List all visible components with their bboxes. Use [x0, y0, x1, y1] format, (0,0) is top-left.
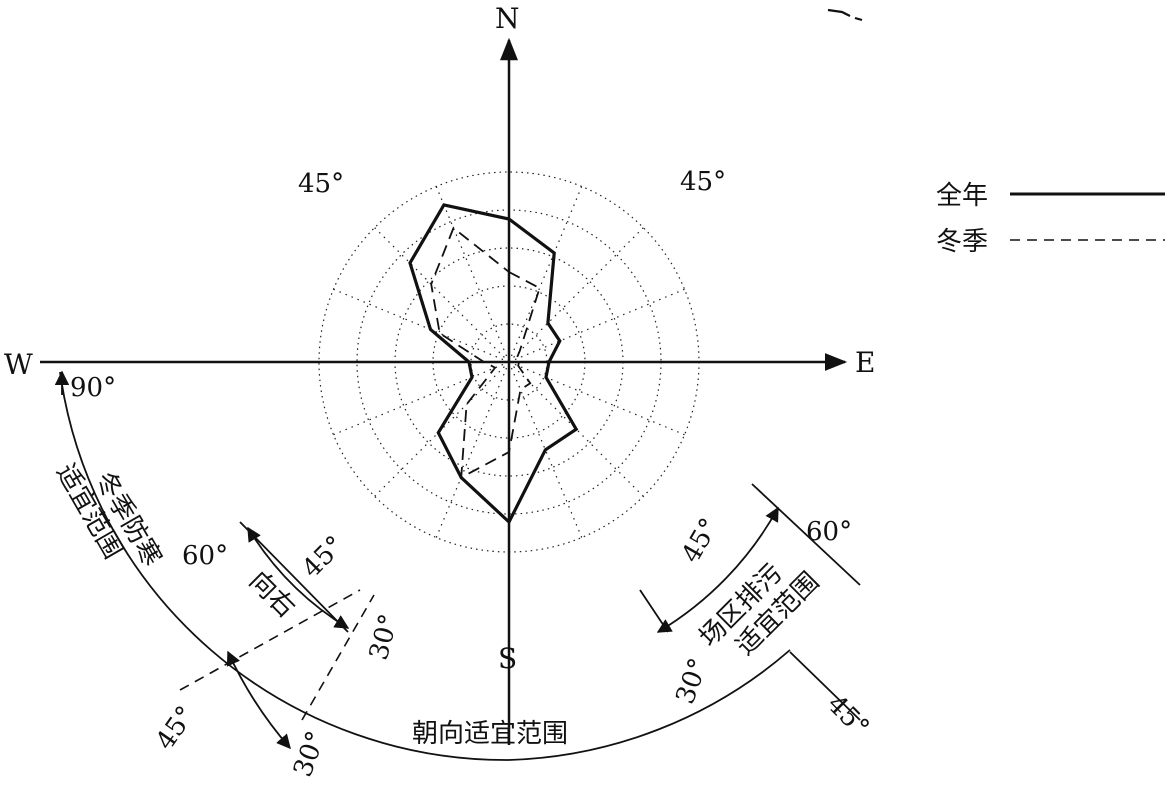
orientation-range-label: 朝向适宜范围 — [412, 719, 568, 749]
south-label: S — [498, 642, 517, 675]
discharge-range-label: 场区排污 适宜范围 — [694, 558, 826, 661]
se-discharge-arc — [656, 506, 779, 633]
se-60-label: 60° — [806, 517, 852, 547]
se-30-line — [639, 589, 669, 633]
se-45-inner-label: 45° — [676, 513, 725, 568]
sw-30-dashed — [301, 594, 375, 721]
se-45-outer-line — [789, 651, 861, 721]
rose-spoke — [508, 186, 583, 363]
rose-spoke — [508, 227, 644, 363]
west-label: W — [4, 348, 33, 381]
rose-spoke — [333, 361, 510, 436]
se-45-outer-label: 45° — [821, 689, 875, 743]
annual-wind-rose — [408, 203, 579, 525]
ne-45-label: 45° — [680, 167, 726, 197]
winter-wind-rose — [430, 226, 541, 480]
sw-30-label: 30° — [364, 611, 405, 663]
sw-right-arc — [247, 526, 350, 629]
w-90-label: 90° — [70, 373, 116, 403]
sw-60-label: 60° — [182, 541, 228, 571]
sw-30-outer-label: 30° — [288, 727, 332, 781]
sw-outer-arc — [226, 650, 291, 750]
legend-annual-label: 全年 — [936, 181, 988, 211]
legend-winter-label: 冬季 — [936, 227, 988, 257]
outer-range-arc — [59, 371, 791, 761]
north-label: N — [495, 2, 520, 35]
se-60-line — [751, 483, 861, 586]
sw-45-inner-label: 45° — [297, 530, 351, 584]
nw-45-label: 45° — [298, 169, 344, 199]
rose-spoke — [508, 361, 685, 436]
sw-45-dashed — [179, 589, 361, 691]
rose-spoke — [374, 227, 510, 363]
sw-45-outer-label: 45° — [150, 701, 201, 756]
winter-range-label: 冬季防寒 适宜范围 — [50, 459, 167, 572]
corner-mark — [827, 8, 863, 22]
rose-spoke — [435, 186, 510, 363]
se-30-label: 30° — [670, 654, 714, 708]
east-label: E — [855, 346, 875, 379]
